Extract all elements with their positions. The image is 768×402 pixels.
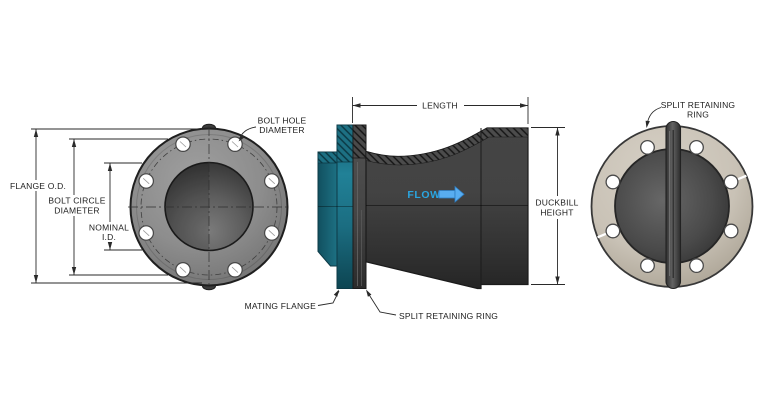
label-rear-split-ring-2: RING [687,110,709,120]
label-duckbill-height-2: HEIGHT [540,208,573,218]
label-flange-od: FLANGE O.D. [10,181,66,191]
front-view: FLANGE O.D. BOLT CIRCLE DIAMETER NOMINAL… [10,116,307,291]
bolt-hole [723,174,739,190]
flange-plate-hatch [337,125,353,162]
bolt-hole [263,225,280,241]
label-nominal-id-1: NOMINAL [89,223,129,233]
leader-arrow [366,289,372,297]
bolt-hole [263,173,280,189]
dimension-arrows-front [33,129,113,283]
bolt-hole [689,258,704,274]
bolt-hole [175,261,191,278]
bolt-hole [175,136,191,152]
label-split-retaining-ring: SPLIT RETAINING RING [399,311,498,321]
bolt-holes [138,136,280,278]
body-wall-hatch [365,127,529,166]
bolt-hole [723,223,739,239]
label-bolt-hole-1: BOLT HOLE [258,116,307,126]
leader-arrow [238,134,245,142]
leader-arrow [645,120,650,128]
label-mask [89,222,131,242]
label-mask [11,180,65,191]
bolt-hole [640,258,655,274]
bolt-hole [689,139,704,155]
rear-view: SPLIT RETAINING RING [590,100,754,290]
label-mask [535,196,580,219]
bolt-hole [605,174,621,190]
label-mask [49,195,105,216]
pipe-wall-hatch [318,152,337,163]
leader-bolt-hole [239,126,257,140]
dimension-duckbill-height: DUCKBILL HEIGHT [531,127,580,285]
label-nominal-id-2: I.D. [102,232,116,242]
label-rear-split-ring-1: SPLIT RETAINING [661,100,735,110]
bolt-hole [640,139,655,155]
retaining-ring-hatch [353,125,366,158]
bolt-hole [138,173,154,189]
leader-split-ring [366,291,397,316]
bore-shade-left [165,162,209,251]
leader-arrow [333,289,339,297]
label-mating-flange: MATING FLANGE [245,301,317,311]
dimension-length: LENGTH [352,97,529,124]
label-duckbill-height-1: DUCKBILL [535,198,578,208]
label-bolt-circle-1: BOLT CIRCLE [48,196,105,206]
label-bolt-hole-2: DIAMETER [259,125,305,135]
bolt-hole [138,225,154,241]
bolt-hole [605,223,621,239]
rear-bolt-holes [605,139,739,274]
label-mask [417,99,464,111]
bolt-hole [227,136,243,152]
flow-arrow-icon [438,185,465,203]
bolt-hole [227,261,243,278]
label-length: LENGTH [422,101,458,111]
flow-label: FLOW [407,189,440,201]
section-view: FLOW LENGTH DUCKBILL HEIGHT MATI [245,97,580,321]
mating-flange-pipe [317,151,338,267]
label-bolt-circle-2: DIAMETER [54,206,100,216]
